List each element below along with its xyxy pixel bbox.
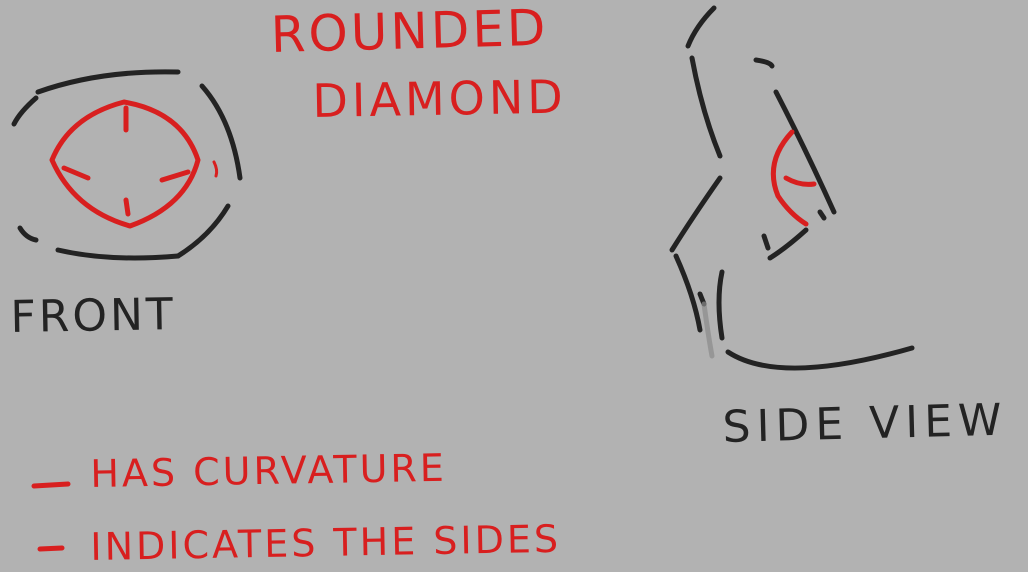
side-outline-front-low — [770, 230, 806, 258]
side-outline-tick-a — [764, 236, 768, 248]
side-outline-back — [692, 58, 720, 156]
front-view-sketch — [14, 72, 240, 258]
title-line-1: ROUNDED — [270, 0, 549, 64]
front-outline-right — [202, 86, 240, 178]
note-bullets — [34, 484, 68, 549]
side-outline-front-top — [756, 60, 772, 66]
side-outline-mid — [672, 178, 720, 250]
note-bullet-2 — [40, 548, 62, 549]
note-bullet-1 — [34, 484, 68, 486]
front-outline-top — [38, 72, 178, 92]
side-outline-tick-b — [820, 212, 824, 218]
front-outline-bottom — [58, 250, 178, 258]
title-line-2: DIAMOND — [312, 70, 567, 128]
side-outline-inner — [719, 272, 722, 338]
front-outline-right-lower — [178, 206, 228, 256]
side-curvature-tick — [786, 178, 814, 184]
front-outline-lower-left — [20, 228, 36, 240]
front-label: FRONT — [10, 289, 176, 343]
side-view-label: SIDE VIEW — [722, 395, 1008, 453]
note-has-curvature: HAS CURVATURE — [90, 446, 447, 496]
side-view-sketch — [672, 8, 912, 368]
side-shade-stroke — [704, 304, 712, 356]
side-outline-lower — [676, 256, 700, 330]
front-diamond-mark — [214, 162, 217, 176]
front-diamond-tick-left — [64, 168, 88, 178]
side-outline-front — [776, 92, 834, 212]
front-outline-left — [14, 98, 36, 124]
side-outline-top — [688, 8, 714, 46]
note-indicates-sides: INDICATES THE SIDES — [90, 517, 561, 569]
side-outline-base — [728, 348, 912, 368]
front-diamond-tick-right — [162, 172, 188, 180]
front-diamond-tick-bottom — [126, 200, 128, 214]
